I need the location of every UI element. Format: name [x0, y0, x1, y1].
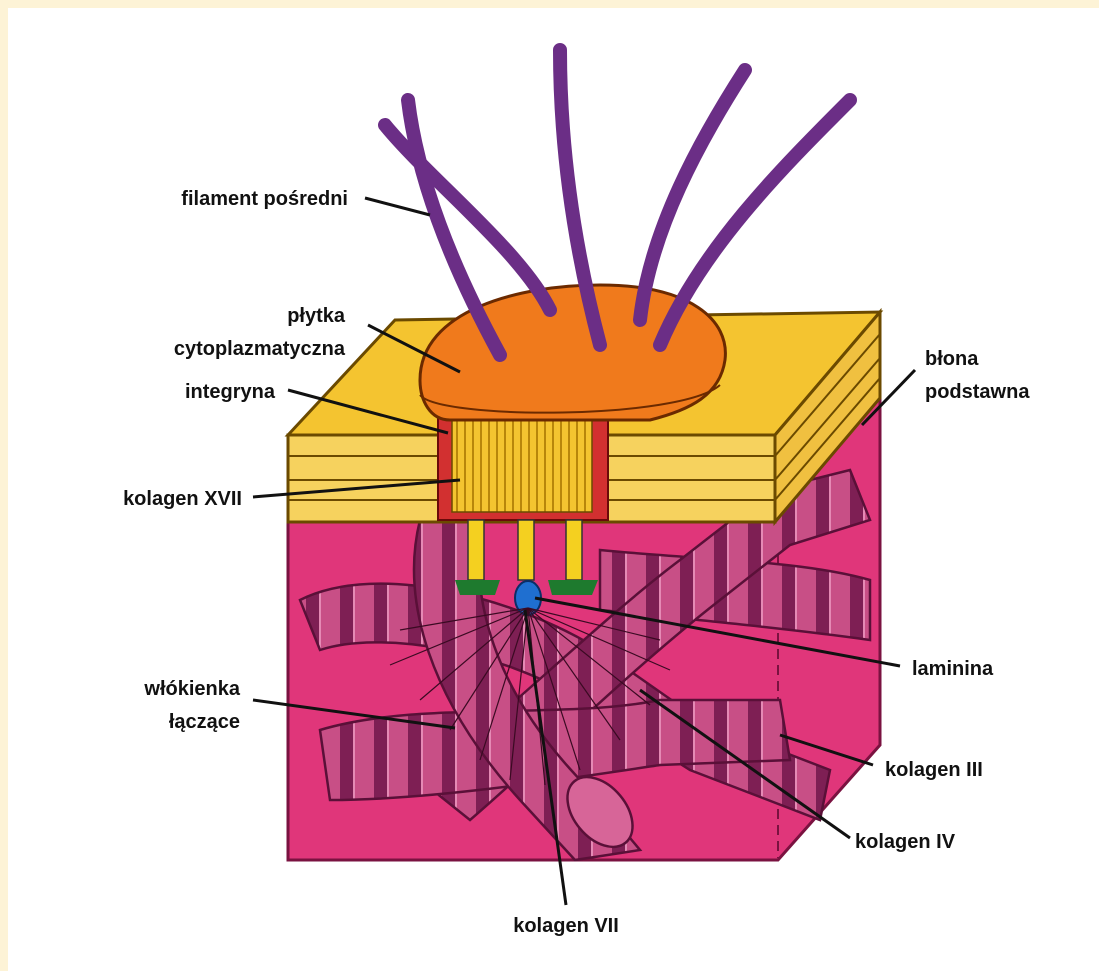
- label-membrane-line2: podstawna: [925, 381, 1030, 403]
- label-collagen3: kolagen III: [885, 759, 983, 781]
- label-laminin: laminina: [912, 658, 994, 680]
- label-membrane-line1: błona: [925, 348, 979, 370]
- label-filament: filament pośredni: [181, 188, 348, 210]
- label-fibrils-line2: łączące: [169, 711, 240, 733]
- label-integrin: integryna: [185, 381, 276, 403]
- integrin-complex: [438, 415, 608, 615]
- leader-filament: [365, 198, 430, 215]
- integrin-stalk: [518, 520, 534, 580]
- label-plate-line1: płytka: [287, 305, 346, 327]
- integrin-stalk: [468, 520, 484, 580]
- integrin-stalk: [566, 520, 582, 580]
- anchor-green: [455, 580, 500, 595]
- label-collagen17: kolagen XVII: [123, 488, 242, 510]
- label-plate-line2: cytoplazmatyczna: [174, 338, 346, 360]
- label-collagen7: kolagen VII: [513, 915, 619, 937]
- anchor-green: [548, 580, 598, 595]
- label-fibrils-line1: włókienka: [143, 678, 240, 700]
- label-collagen4: kolagen IV: [855, 831, 956, 853]
